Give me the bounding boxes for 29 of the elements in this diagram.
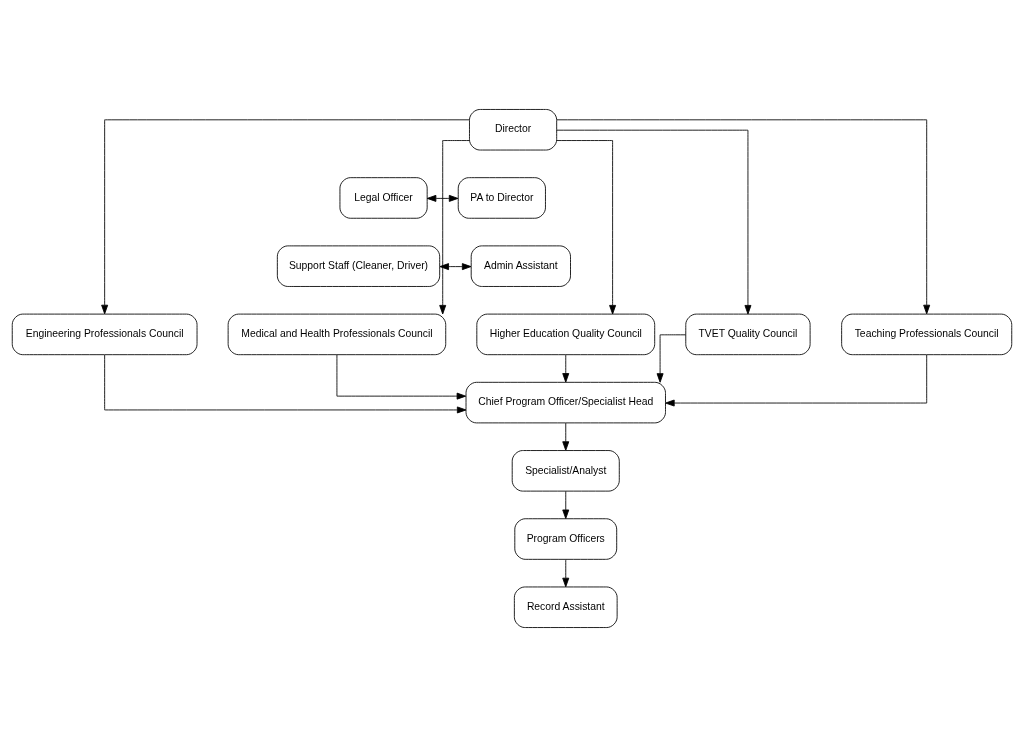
node-box: PA to Director	[457, 176, 546, 219]
arrow	[439, 139, 470, 314]
arrow	[101, 118, 470, 314]
node-box: Director	[469, 108, 558, 150]
node-box: Legal Officer	[339, 176, 428, 219]
arrow	[562, 422, 570, 451]
node-box: Higher Education Quality Council	[476, 313, 656, 355]
node-box: Record Assistant	[513, 586, 618, 628]
arrow	[556, 129, 752, 314]
node-box: TVET Quality Council	[685, 313, 811, 355]
arrow	[336, 354, 467, 400]
node-box: Teaching Professionals Council	[841, 313, 1013, 355]
arrow	[556, 139, 617, 314]
arrow	[665, 354, 928, 406]
node-box: Support Staff (Cleaner, Driver)	[276, 244, 441, 287]
arrow	[439, 262, 472, 270]
node-box: Chief Program Officer/Specialist Head	[465, 381, 666, 423]
node-box: Medical and Health Professionals Council	[227, 313, 447, 355]
node-box: Engineering Professionals Council	[11, 313, 198, 355]
arrow	[556, 118, 931, 314]
arrow	[656, 333, 687, 383]
arrow	[562, 490, 570, 519]
node-box: Specialist/Analyst	[511, 449, 620, 492]
arrow	[562, 353, 570, 383]
arrow	[104, 354, 467, 413]
arrow	[562, 558, 570, 587]
node-box: Program Officers	[514, 517, 618, 560]
node-box: Admin Assistant	[470, 244, 571, 287]
arrow	[426, 194, 459, 202]
